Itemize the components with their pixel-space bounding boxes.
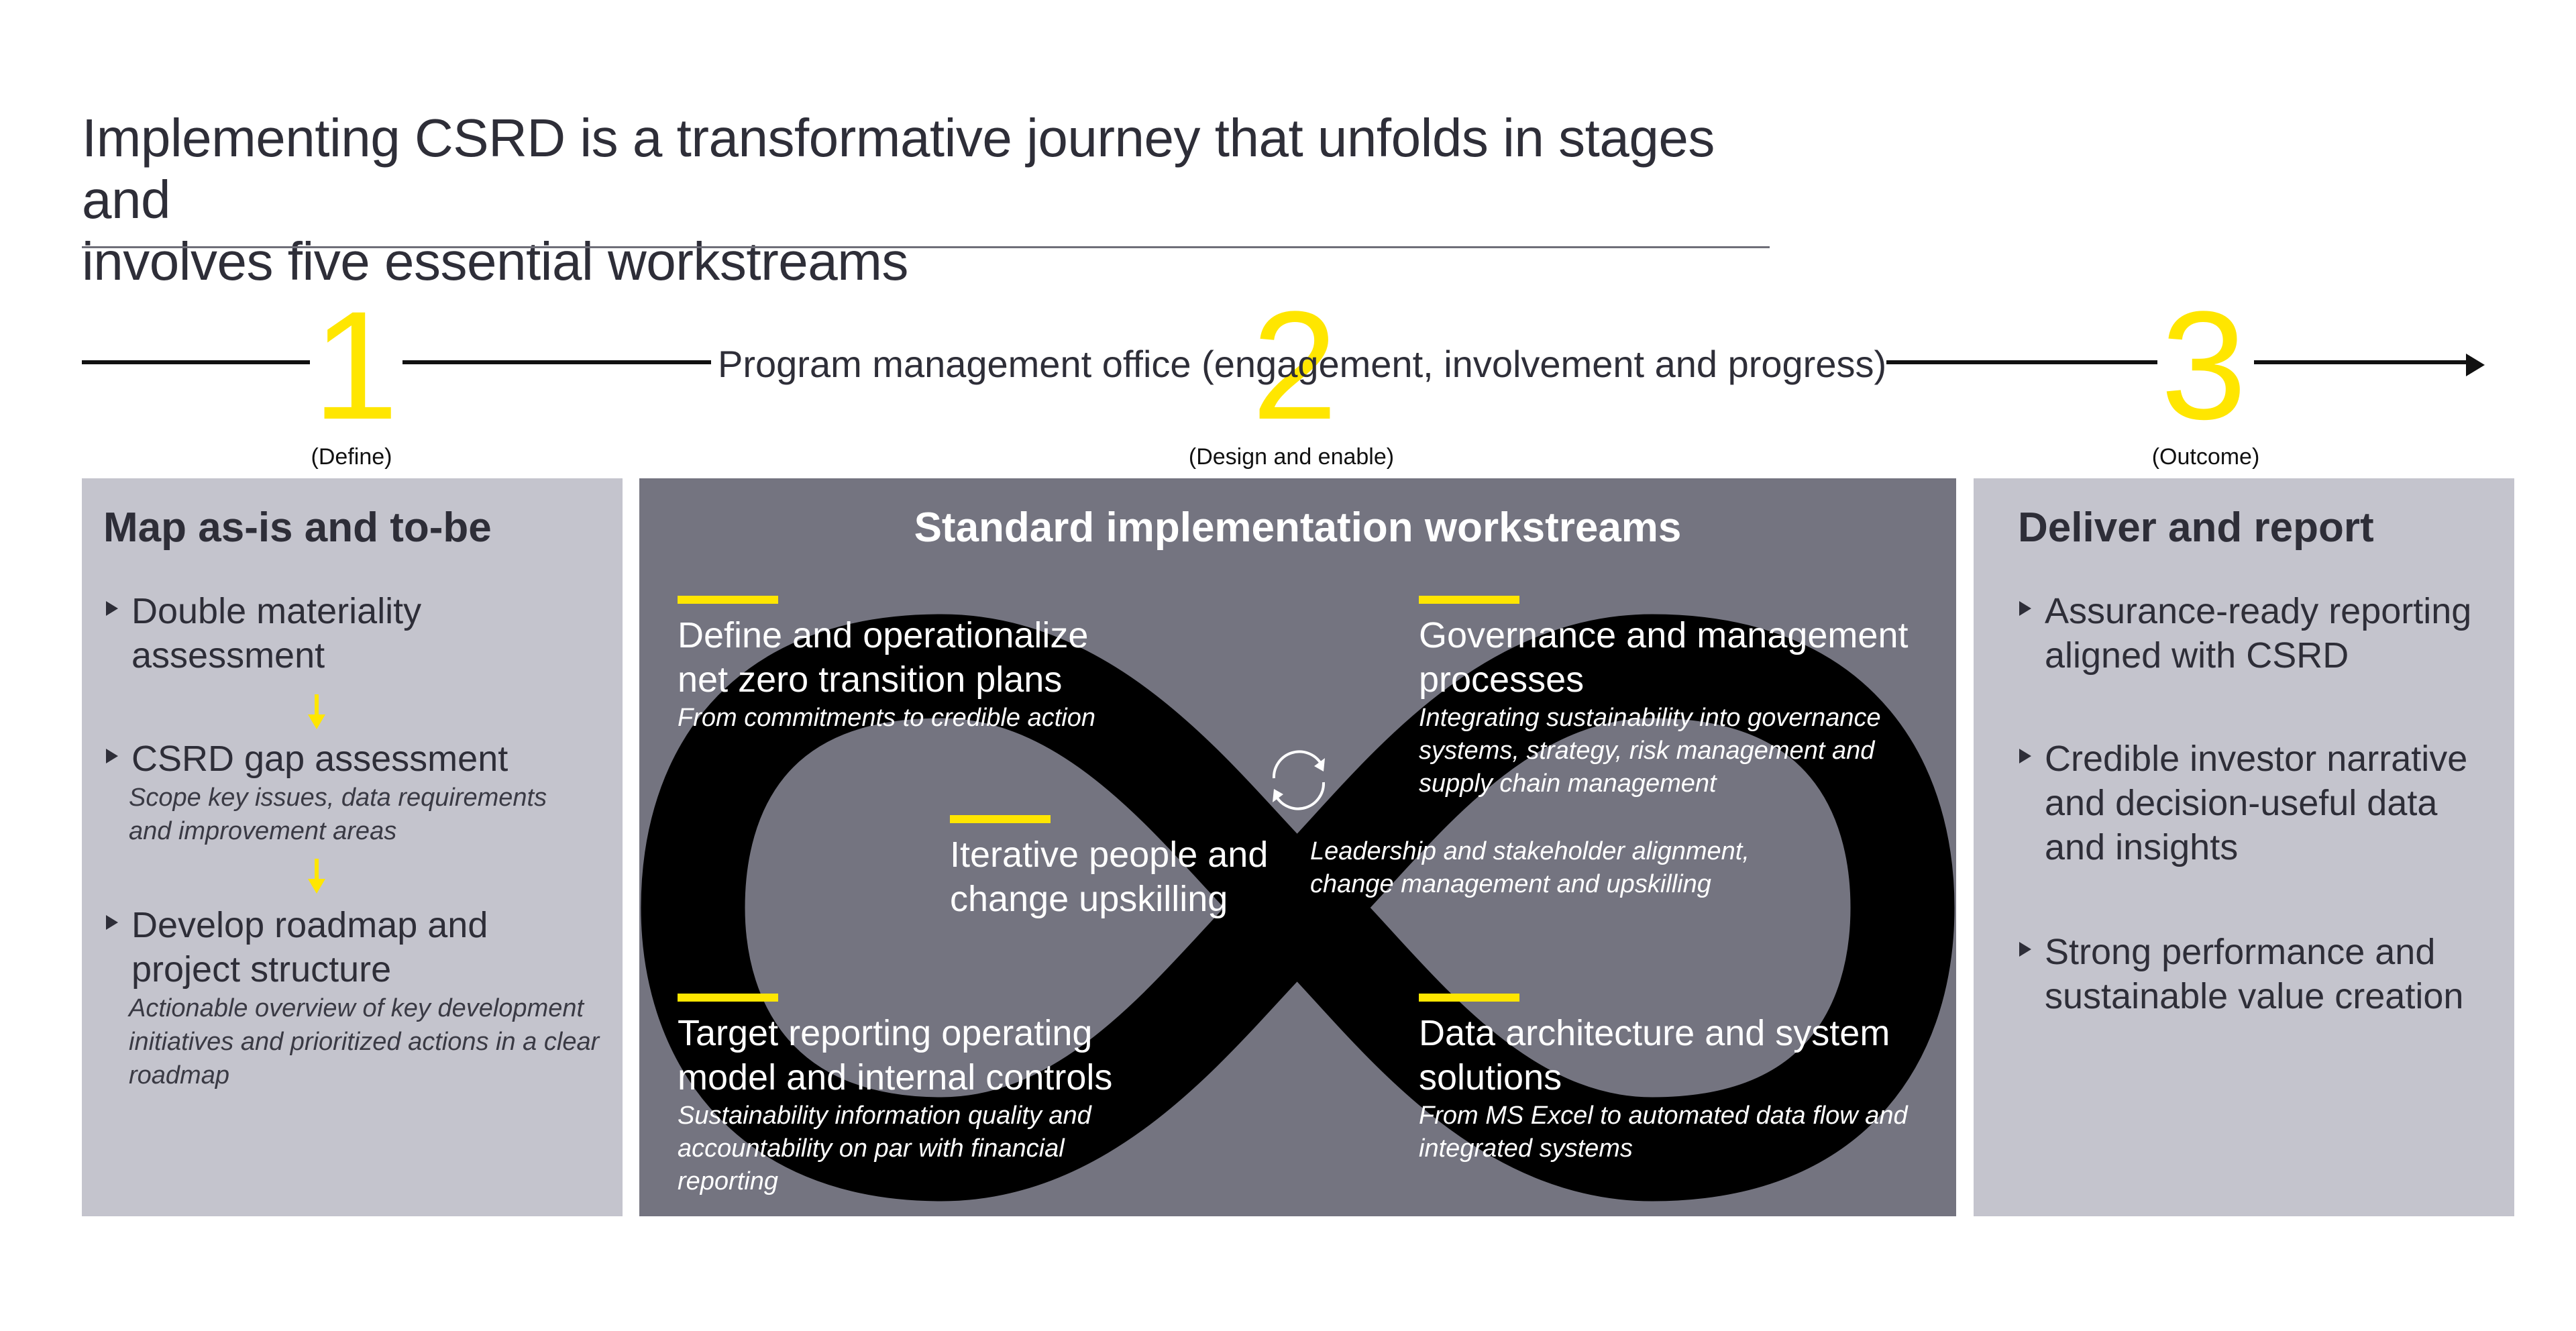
stage-label-design-enable: (Design and enable) [1188, 444, 1395, 470]
outcome-item-title: Assurance-ready reporting aligned with C… [2045, 591, 2472, 676]
workstream-subtitle: From commitments to credible action [678, 704, 1095, 732]
outcome-item-assurance: Assurance-ready reporting aligned with C… [2019, 589, 2502, 678]
triangle-right-icon [2019, 749, 2031, 763]
infinity-loop-icon [641, 614, 1955, 1202]
timeline-line-segment-1 [82, 360, 310, 364]
define-item-title: CSRD gap assessment [131, 739, 508, 779]
workstream-title: Define and operationalize net zero trans… [678, 615, 1089, 700]
down-arrow-icon [308, 694, 325, 729]
page-title: Implementing CSRD is a transformative jo… [82, 107, 1799, 292]
timeline-arrowhead-icon [2466, 354, 2485, 376]
define-item-subtitle: Scope key issues, data requirements and … [129, 784, 547, 845]
outcome-item-investor-narrative: Credible investor narrative and decision… [2019, 737, 2502, 869]
define-item-csrd-gap: CSRD gap assessment Scope key issues, da… [106, 737, 602, 848]
stage-label-outcome: (Outcome) [2151, 444, 2260, 470]
title-divider [82, 246, 1770, 248]
program-management-office-label: Program management office (engagement, i… [718, 343, 1887, 385]
triangle-right-icon [2019, 601, 2031, 616]
workstream-title: Data architecture and system solutions [1419, 1013, 1890, 1098]
workstream-subtitle: From MS Excel to automated data flow and… [1419, 1102, 1908, 1163]
outcome-item-title: Strong performance and sustainable value… [2045, 932, 2464, 1016]
workstreams-heading: Standard implementation workstreams [914, 504, 1682, 551]
workstream-subtitle: Sustainability information quality and a… [678, 1102, 1091, 1195]
workstream-people-upskilling-subtitle: Leadership and stakeholder alignment, ch… [1310, 837, 1750, 898]
define-item-title: Develop roadmap and project structure [131, 905, 488, 990]
outcome-panel-heading: Deliver and report [2018, 504, 2374, 551]
refresh-cycle-icon [1272, 750, 1326, 810]
stage-label-define: (Define) [311, 444, 392, 470]
accent-bar [678, 994, 778, 1002]
workstream-people-upskilling: Iterative people and change upskilling [950, 815, 1299, 921]
workstream-title: Governance and management processes [1419, 615, 1909, 700]
workstreams-panel: Standard implementation workstreams Defi… [639, 478, 1956, 1216]
triangle-right-icon [106, 601, 118, 616]
triangle-right-icon [106, 749, 118, 763]
accent-bar [678, 596, 778, 604]
timeline-line-segment-4 [2254, 360, 2469, 364]
page-title-line-1: Implementing CSRD is a transformative jo… [82, 108, 1715, 229]
define-item-subtitle: Actionable overview of key development i… [129, 994, 600, 1089]
workstream-title: Iterative people and change upskilling [950, 835, 1269, 919]
timeline-line-segment-3 [1886, 360, 2157, 364]
define-item-roadmap: Develop roadmap and project structure Ac… [106, 903, 602, 1092]
timeline-line-segment-2 [402, 360, 711, 364]
outcome-panel: Deliver and report Assurance-ready repor… [1974, 478, 2514, 1216]
stage-number-3: 3 [2161, 279, 2247, 451]
workstream-governance: Governance and management processes Inte… [1419, 596, 1942, 800]
define-item-title: Double materiality assessment [131, 591, 422, 676]
triangle-right-icon [2019, 942, 2031, 957]
accent-bar [950, 815, 1051, 823]
down-arrow-icon [308, 859, 325, 894]
workstream-reporting-model: Target reporting operating model and int… [678, 994, 1161, 1198]
outcome-item-performance: Strong performance and sustainable value… [2019, 930, 2502, 1018]
triangle-right-icon [106, 915, 118, 930]
page-title-line-2: involves five essential workstreams [82, 231, 908, 291]
stage-number-2: 2 [1252, 279, 1338, 451]
workstream-data-architecture: Data architecture and system solutions F… [1419, 994, 1942, 1165]
workstream-title: Target reporting operating model and int… [678, 1013, 1113, 1098]
stage-number-1: 1 [313, 279, 398, 451]
workstream-net-zero: Define and operationalize net zero trans… [678, 596, 1161, 735]
define-panel: Map as-is and to-be Double materiality a… [82, 478, 623, 1216]
outcome-item-title: Credible investor narrative and decision… [2045, 739, 2468, 867]
define-item-double-materiality: Double materiality assessment [106, 589, 602, 678]
accent-bar [1419, 596, 1519, 604]
workstream-subtitle: Integrating sustainability into governan… [1419, 704, 1881, 798]
define-panel-heading: Map as-is and to-be [103, 504, 492, 551]
accent-bar [1419, 994, 1519, 1002]
